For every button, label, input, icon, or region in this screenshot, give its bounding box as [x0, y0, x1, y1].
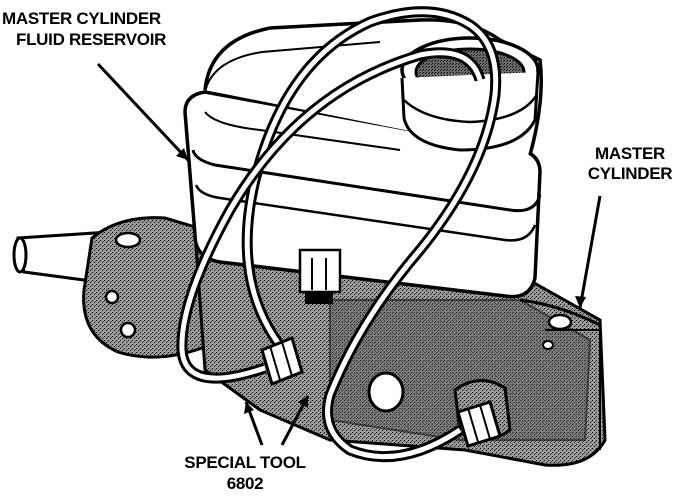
leader-reservoir [96, 62, 190, 162]
tube-fitting-left [260, 335, 304, 387]
leader-special-tool [244, 395, 310, 446]
master-cylinder-label-line1: MASTER [595, 144, 665, 163]
special-tool-label-line2: 6802 [226, 474, 264, 493]
tube-fitting-right [456, 400, 502, 448]
reservoir-label-line1: MASTER CYLINDER [2, 9, 161, 28]
reservoir-label-line2: FLUID RESERVOIR [16, 30, 167, 49]
mounting-flange [82, 216, 212, 359]
special-tool-tube-outer [241, 6, 502, 463]
leader-master-cylinder [575, 195, 602, 309]
special-tool-label-line1: SPECIAL TOOL [184, 453, 306, 472]
fluid-level-sensor [298, 248, 342, 304]
special-tool-tube-inner [176, 47, 486, 384]
outlet-port-left [367, 371, 405, 413]
master-cylinder-label-line2: CYLINDER [587, 164, 673, 183]
